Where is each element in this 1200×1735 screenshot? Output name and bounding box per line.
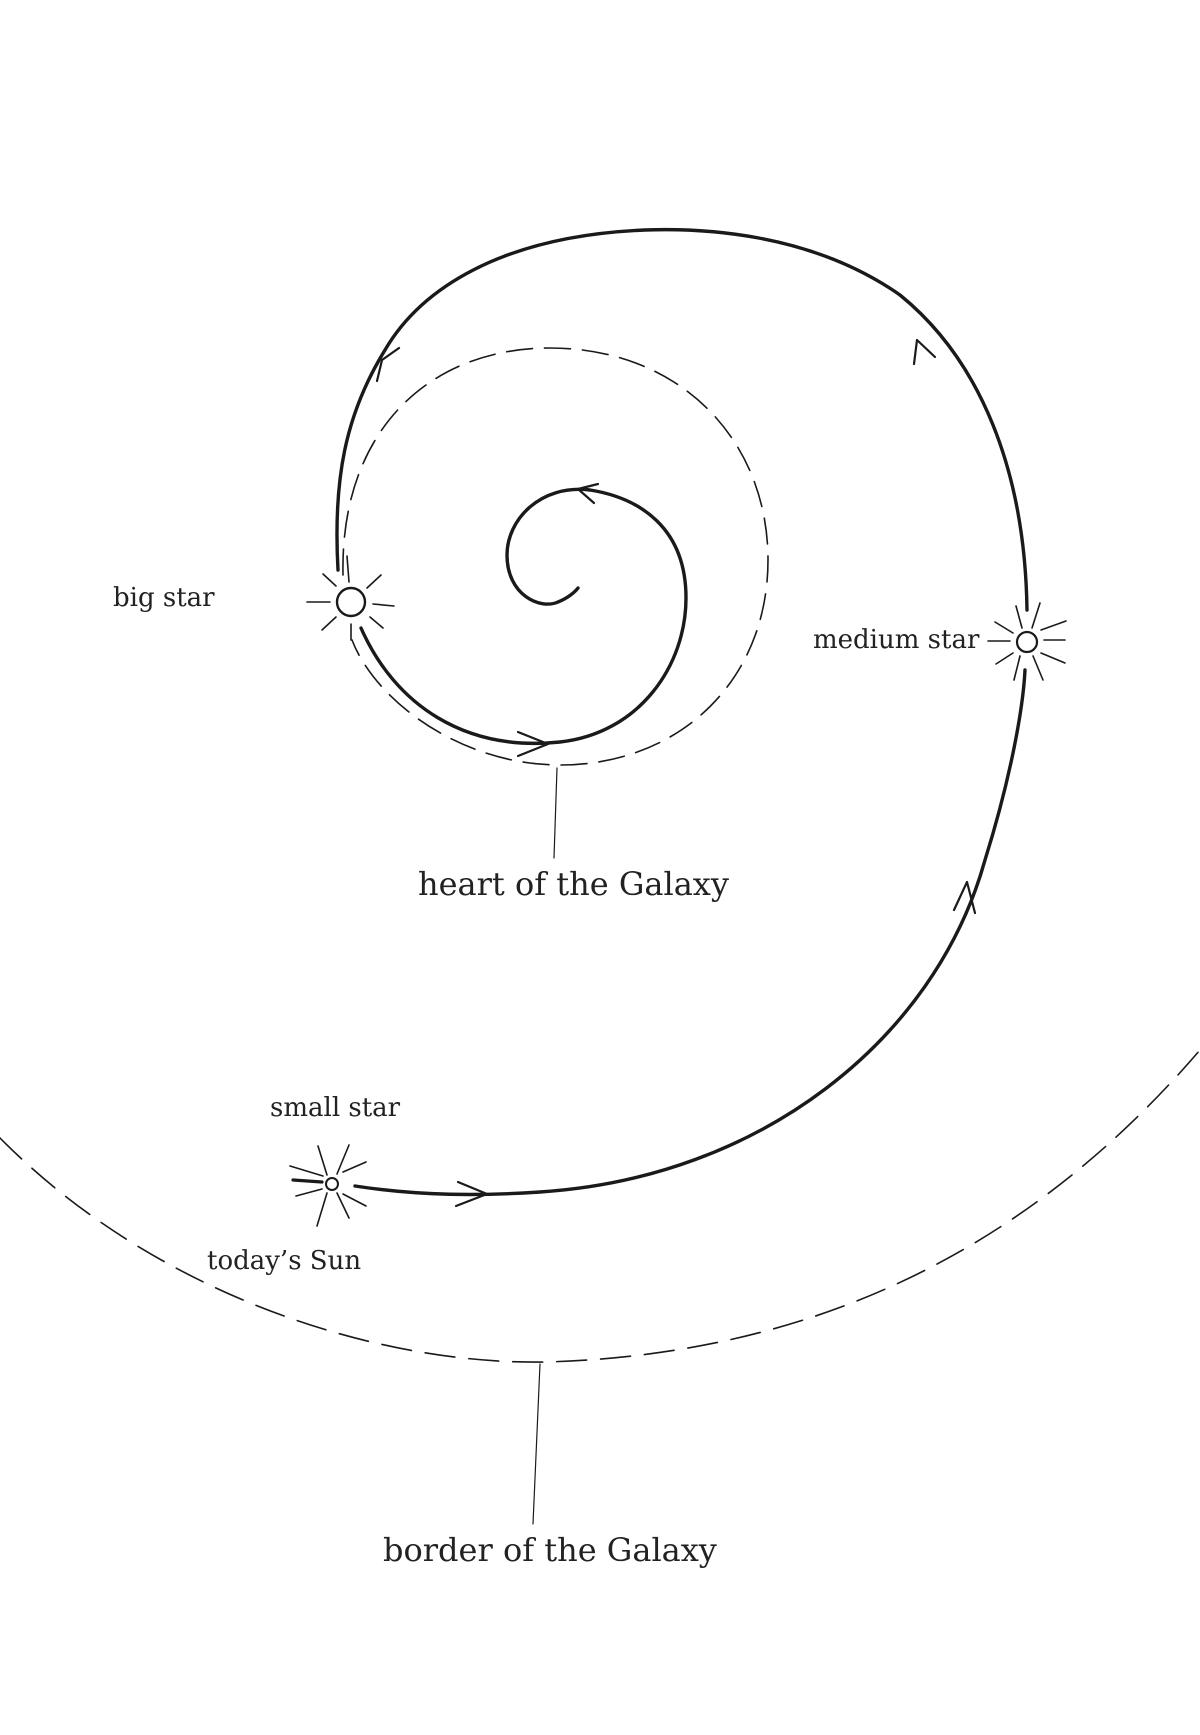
spiral-path-inner bbox=[359, 487, 688, 745]
arrow-right-ascending bbox=[952, 880, 977, 915]
medium-star-label: medium star bbox=[813, 625, 980, 655]
arrow-heart-top bbox=[576, 482, 600, 505]
galaxy-border-dashed-arc bbox=[0, 1049, 1200, 1363]
arrow-top-left bbox=[375, 346, 401, 383]
arrow-top-right bbox=[912, 338, 937, 366]
spiral-path-upper bbox=[335, 227, 1029, 612]
big-star-label: big star bbox=[113, 583, 215, 613]
heart-of-galaxy-label: heart of the Galaxy bbox=[418, 865, 729, 903]
heart-leader-line bbox=[553, 767, 558, 859]
todays-sun-label: today’s Sun bbox=[207, 1246, 362, 1276]
big-star-icon bbox=[306, 555, 395, 641]
medium-star-icon bbox=[987, 602, 1067, 681]
small-star-label: small star bbox=[270, 1093, 401, 1123]
direction-arrows bbox=[375, 338, 977, 1208]
spiral-path-outer bbox=[353, 668, 1027, 1197]
arrow-bottom-inner bbox=[516, 730, 550, 758]
border-leader-line bbox=[532, 1363, 541, 1525]
border-of-galaxy-label: border of the Galaxy bbox=[383, 1531, 717, 1569]
galaxy-heart-dashed-circle bbox=[342, 347, 769, 766]
small-star-icon bbox=[289, 1144, 367, 1227]
arrow-lower-right bbox=[454, 1180, 489, 1208]
